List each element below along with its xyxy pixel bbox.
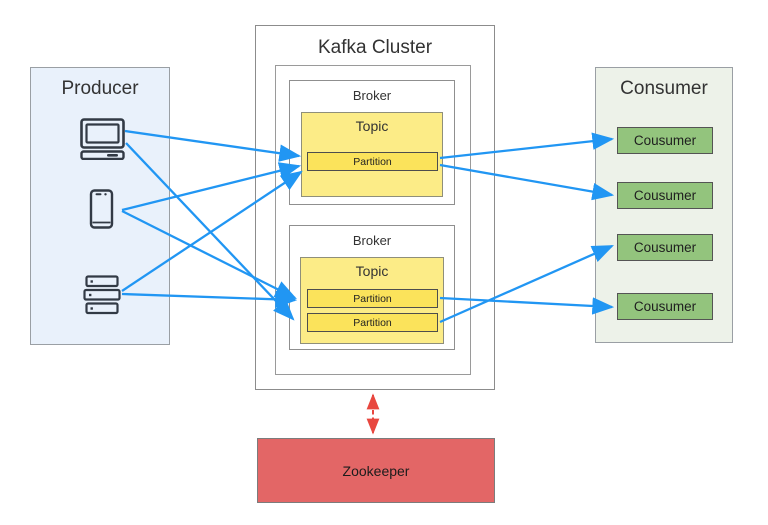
broker-1-label: Broker (352, 88, 392, 103)
server-icon (83, 275, 121, 316)
broker-2-label: Broker (352, 233, 392, 248)
desktop-computer-icon (80, 118, 125, 160)
partition-2b: Partition (307, 313, 438, 332)
zookeeper-box: Zookeeper (257, 438, 495, 503)
producer-title: Producer (61, 78, 139, 99)
partition-2a: Partition (307, 289, 438, 308)
topic-1-label: Topic (355, 118, 389, 134)
consumer-item-1: Cousumer (617, 127, 713, 154)
topic-2-label: Topic (355, 263, 389, 279)
consumer-title: Consumer (620, 78, 708, 99)
consumer-item-4: Cousumer (617, 293, 713, 320)
kafka-cluster-title: Kafka Cluster (317, 37, 433, 58)
partition-1: Partition (307, 152, 438, 171)
consumer-item-2: Cousumer (617, 182, 713, 209)
smartphone-icon (89, 189, 115, 229)
consumer-item-3: Cousumer (617, 234, 713, 261)
